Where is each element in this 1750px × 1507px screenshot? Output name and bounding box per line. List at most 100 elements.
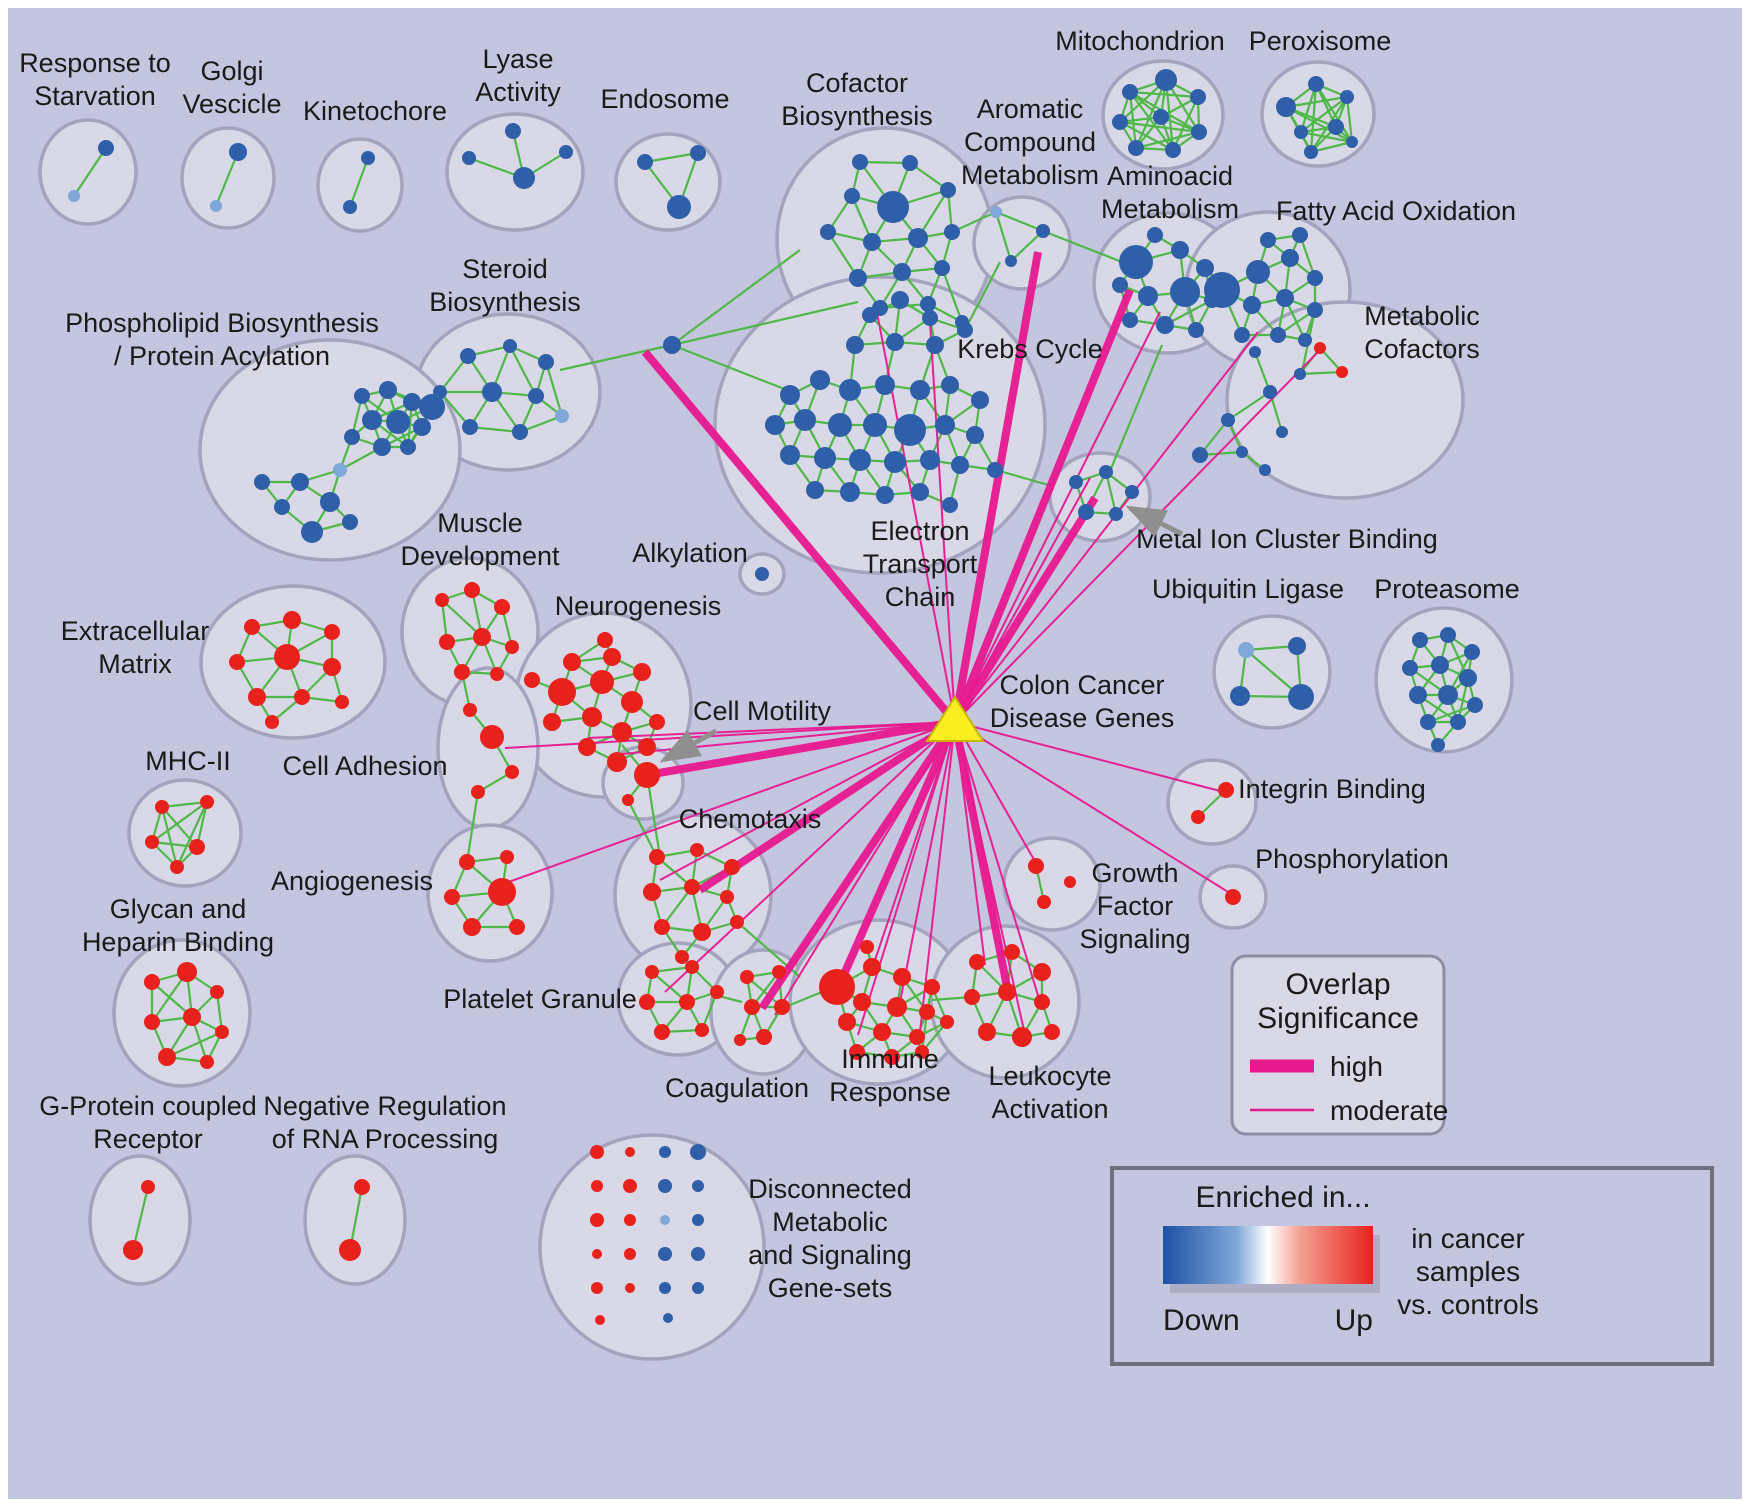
node-platelet-granule — [645, 965, 659, 979]
node-angiogenesis — [509, 919, 525, 935]
node-electron-transport-chain — [849, 449, 871, 471]
gene-set-overlap-edge — [176, 801, 208, 868]
node-lyase-activity — [513, 167, 535, 189]
legend-down-label: Down — [1163, 1304, 1240, 1337]
node-mhc-ii — [189, 839, 205, 855]
node-aminoacid-metabolism — [1138, 286, 1158, 306]
node-electron-transport-chain — [886, 333, 904, 351]
node-leukocyte-activation — [1004, 944, 1020, 960]
cluster-label-cofactor-biosynthesis: Biosynthesis — [781, 101, 933, 131]
node-growth-factor-signaling — [1064, 876, 1076, 888]
gene-set-overlap-edge — [544, 361, 564, 417]
node-phospholipid-biosynthesis-protein-acylation — [344, 429, 360, 445]
node-electron-transport-chain — [839, 379, 861, 401]
cluster-label-electron-transport-chain: Chain — [885, 582, 956, 612]
node-immune-response — [909, 1029, 925, 1045]
node-phospholipid-biosynthesis-protein-acylation — [403, 393, 421, 411]
disease-overlap-edge-high — [646, 718, 956, 779]
node-glycan-and-heparin-binding — [144, 1014, 160, 1030]
legend-overlap-significance-box — [1230, 954, 1446, 1136]
node-mitochondrion — [1153, 109, 1169, 125]
cluster-label-neurogenesis: Neurogenesis — [555, 591, 722, 621]
node-neurogenesis — [612, 722, 632, 742]
node-electron-transport-chain — [971, 391, 989, 409]
node-neurogenesis — [578, 738, 596, 756]
node-fatty-acid-oxidation — [1246, 260, 1270, 284]
node-immune-response — [853, 993, 871, 1011]
gene-set-overlap-edge — [1135, 130, 1200, 150]
node-proteasome — [1459, 669, 1477, 687]
node-electron-transport-chain — [794, 409, 816, 431]
cluster-label-mitochondrion: Mitochondrion — [1055, 26, 1225, 56]
node-muscle-development — [454, 664, 470, 680]
node-metabolic-cofactors — [1236, 446, 1248, 458]
node-chemotaxis — [675, 950, 689, 964]
node-steroid-biosynthesis — [538, 354, 554, 370]
node-immune-response — [884, 1049, 900, 1065]
node-angiogenesis — [500, 850, 514, 864]
node-metal-ion-cluster-binding — [1099, 465, 1113, 479]
gene-set-overlap-edge — [1119, 120, 1200, 134]
node-immune-response — [819, 969, 855, 1005]
node-chemotaxis — [724, 859, 740, 875]
node-chemotaxis — [654, 919, 670, 935]
cluster-label-g-protein-coupled-receptor: Receptor — [93, 1124, 203, 1154]
node-response-to-starvation — [68, 190, 80, 202]
cluster-label-golgi-vescicle: Vescicle — [182, 89, 281, 119]
node-fatty-acid-oxidation — [1234, 327, 1250, 343]
node-aminoacid-metabolism — [1188, 322, 1204, 338]
gene-set-overlap-edge — [348, 157, 370, 208]
node-coagulation — [744, 999, 760, 1015]
node-disconnected-metabolic-and-signaling-gene-sets — [692, 1180, 704, 1192]
cluster-label-g-protein-coupled-receptor: G-Protein coupled — [39, 1091, 257, 1121]
node-immune-response — [915, 1045, 929, 1059]
node-proteasome — [1440, 627, 1456, 643]
disease-overlap-edge-moderate — [869, 721, 956, 976]
node-aminoacid-metabolism — [1147, 227, 1163, 243]
node-neurogenesis — [603, 648, 621, 666]
node-disconnected-metabolic-and-signaling-gene-sets — [590, 1145, 604, 1159]
cluster-label-negative-regulation-of-rna-processing: of RNA Processing — [272, 1124, 499, 1154]
gene-set-overlap-edge — [995, 210, 1044, 233]
node-phospholipid-biosynthesis-protein-acylation — [386, 410, 410, 434]
cluster-label-disconnected-metabolic-and-signaling-gene-sets: and Signaling — [748, 1240, 912, 1270]
node-electron-transport-chain — [765, 415, 785, 435]
legend-overlap-title: Significance — [1257, 1002, 1419, 1035]
node-disconnected-metabolic-and-signaling-gene-sets — [659, 1146, 671, 1158]
node-electron-transport-chain — [966, 426, 984, 444]
node-extracellular-matrix — [294, 689, 310, 705]
gene-set-overlap-edge — [940, 267, 964, 323]
gene-set-overlap-edge — [166, 1030, 223, 1059]
node-neurogenesis — [607, 752, 627, 772]
node-cofactor-biosynthesis — [893, 263, 911, 281]
node-ubiquitin-ligase — [1230, 686, 1250, 706]
node-cell-adhesion — [480, 725, 504, 749]
cluster-label-response-to-starvation: Starvation — [34, 81, 156, 111]
node-response-to-starvation — [98, 140, 114, 156]
node-kinetochore — [361, 151, 375, 165]
node-neurogenesis — [590, 670, 614, 694]
node-cofactor-biosynthesis — [849, 269, 867, 287]
node-electron-transport-chain — [891, 291, 909, 309]
node-cell-motility — [622, 794, 634, 806]
node-phosphorylation — [1225, 889, 1241, 905]
node-metabolic-cofactors — [1192, 447, 1208, 463]
cluster-label-leukocyte-activation: Activation — [991, 1094, 1108, 1124]
legend-up-label: Up — [1335, 1304, 1373, 1337]
node-glycan-and-heparin-binding — [158, 1048, 176, 1066]
node-electron-transport-chain — [920, 450, 940, 470]
node-leukocyte-activation — [998, 983, 1016, 1001]
node-mitochondrion — [1128, 140, 1144, 156]
node-fatty-acid-oxidation — [1307, 270, 1323, 286]
node-phospholipid-biosynthesis-protein-acylation — [373, 438, 391, 456]
node-platelet-granule — [639, 994, 655, 1010]
gene-set-overlap-edge — [161, 806, 198, 848]
disease-overlap-edge-moderate — [954, 721, 1041, 1003]
node-phospholipid-biosynthesis-protein-acylation — [362, 410, 382, 430]
disease-overlap-edge-moderate — [899, 721, 956, 1003]
cluster-label-metabolic-cofactors: Metabolic — [1364, 301, 1480, 331]
node-electron-transport-chain — [911, 483, 929, 501]
node-electron-transport-chain — [941, 376, 959, 394]
cluster-label-aminoacid-metabolism: Metabolism — [1101, 194, 1239, 224]
